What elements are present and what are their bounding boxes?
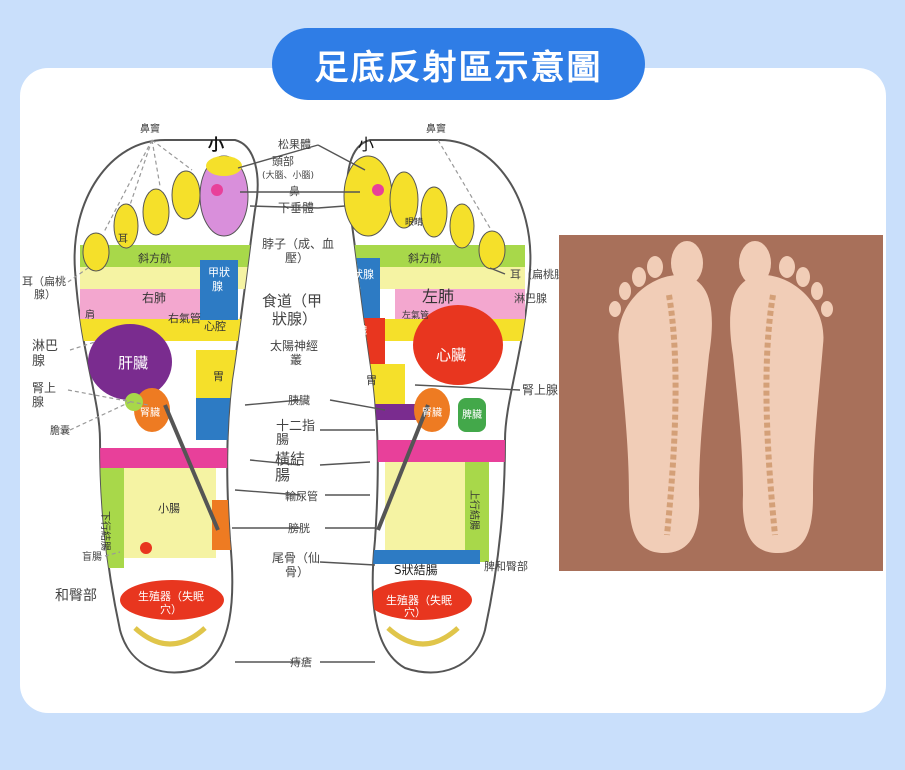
label-reproductive-left2: 穴） <box>160 602 182 616</box>
label-esophagus2: 狀腺） <box>272 310 317 328</box>
label-gallbladder: 膽囊 <box>50 424 70 437</box>
photo-right-foot <box>730 241 833 553</box>
right-lung-zone <box>80 289 210 319</box>
label-neck: 脖子（成、血 <box>262 237 334 251</box>
label-left-bronchus: 左氣管 <box>402 309 429 321</box>
label-adrenal-left2: 腺 <box>32 395 44 409</box>
right-foot <box>343 139 532 674</box>
label-thyroid-left: 甲狀 <box>208 265 230 279</box>
label-ear-left2: 腺） <box>34 287 56 301</box>
reproductive-zone-right <box>368 580 472 620</box>
toe-5-left <box>82 232 110 272</box>
label-kidney-left: 腎臟 <box>140 406 160 419</box>
label-heart: 心臟 <box>436 346 466 364</box>
thyroid-zone-left <box>200 260 238 320</box>
label-transverse2: 腸 <box>275 466 290 484</box>
ascending-colon-zone-right <box>465 462 489 562</box>
label-trapezius-left: 斜方航 <box>138 251 171 265</box>
label-reproductive-left: 生殖器（失眠 <box>138 589 204 603</box>
toe-2-left <box>171 170 201 220</box>
label-transverse: 橫結 <box>275 450 305 468</box>
dashed-leaders <box>67 139 491 557</box>
label-descending-colon: 下行結腸 <box>99 511 112 551</box>
label-ear-left: 耳（扁桃 <box>22 274 66 288</box>
page-title: 足底反射區示意圖 <box>272 28 645 100</box>
label-ureter: 輸尿管 <box>285 489 318 503</box>
label-hemorrhoid: 痔瘡 <box>290 655 312 669</box>
label-small-left: 小 <box>208 135 224 154</box>
liver-zone <box>88 324 172 400</box>
center-labels: 松果體 頭部 (大腦、小腦) 鼻 下垂體 脖子（成、血 壓） 食道（甲 狀腺） … <box>262 137 334 669</box>
label-shoulder: 肩 <box>85 308 95 321</box>
label-heart-cavity: 心腔 <box>204 319 226 333</box>
toe-2-right <box>389 171 419 229</box>
label-duodenum: 十二指 <box>276 419 315 434</box>
toe-3-right <box>420 186 448 238</box>
label-adrenal-left: 腎上 <box>32 381 56 395</box>
label-kidney-right: 腎臟 <box>422 406 442 419</box>
label-coccyx: 尾骨（仙 <box>272 551 320 565</box>
photo-left-foot <box>609 241 712 553</box>
leader-lines <box>232 144 521 663</box>
label-small-intestine: 小腸 <box>158 502 180 515</box>
label-cecum: 盲腸 <box>82 550 102 563</box>
label-sinus-right: 鼻竇 <box>426 122 446 135</box>
label-solar: 太陽神經 <box>270 338 318 353</box>
label-reproductive-right: 生殖器（失眠 <box>386 593 452 607</box>
toe-3-left <box>142 188 170 236</box>
label-hip-right: 脾和臀部 <box>484 559 528 573</box>
label-right-lung: 右肺 <box>142 290 166 305</box>
label-pancreas: 胰臟 <box>288 393 310 407</box>
label-small-right: 小 <box>358 135 374 154</box>
spleen-zone <box>458 398 486 432</box>
label-lymph-right: 淋巴腺 <box>514 291 547 305</box>
label-nose: 鼻 <box>289 184 300 198</box>
toe-4-left <box>113 203 139 249</box>
label-liver: 肝臟 <box>118 354 148 372</box>
label-left-lung: 左肺 <box>422 287 454 306</box>
label-lymph-left: 淋巴 <box>32 339 58 354</box>
label-esophagus: 食道（甲 <box>262 292 322 310</box>
label-pituitary: 下垂體 <box>278 201 314 215</box>
label-heart-small: 心臟 <box>347 324 367 337</box>
label-solar2: 叢 <box>290 353 302 367</box>
label-adrenal-right: 腎上腺 <box>522 383 558 397</box>
label-duodenum2: 腸 <box>276 433 289 448</box>
label-bladder: 膀胱 <box>288 521 310 535</box>
label-coccyx2: 骨） <box>285 565 309 579</box>
heart-zone <box>413 305 503 385</box>
label-sinus-left: 鼻竇 <box>140 122 160 135</box>
big-toe-right <box>343 155 393 237</box>
label-hip-left: 和臀部 <box>55 588 97 604</box>
label-thyroid-right: 甲狀腺 <box>341 267 374 281</box>
label-sigmoid: S狀結腸 <box>394 563 438 577</box>
kidney-zone-left <box>134 388 170 432</box>
zone-labels: 斜方航 斜方航 右肺 左肺 右氣管 肩 耳 眼睛 甲狀 腺 甲狀腺 肝臟 心腔 … <box>85 217 482 619</box>
label-right-bronchus: 右氣管 <box>168 311 201 325</box>
reproductive-zone-left <box>120 580 224 620</box>
label-stomach-left: 胃 <box>213 370 224 383</box>
label-head: 頭部 <box>272 154 294 168</box>
label-ascending-colon: 上行結腸 <box>468 490 481 530</box>
label-pineal: 松果體 <box>278 137 311 151</box>
toe-4-right <box>449 203 475 249</box>
label-eye-zone: 眼睛 <box>405 217 423 228</box>
label-reproductive-right2: 穴） <box>404 605 426 619</box>
label-stomach-right: 胃 <box>366 374 377 387</box>
label-head-sub: (大腦、小腦) <box>262 169 314 181</box>
label-thyroid-left2: 腺 <box>212 279 223 293</box>
label-spleen: 脾臟 <box>462 408 482 421</box>
toe-5-right <box>478 230 506 270</box>
label-trapezius-right: 斜方航 <box>408 251 441 265</box>
label-lymph-left2: 腺 <box>32 354 45 369</box>
label-neck2: 壓） <box>285 251 309 265</box>
left-foot <box>73 139 259 674</box>
outer-labels: 鼻竇 鼻竇 小 小 耳（扁桃 腺） 耳（扁桃腺） 淋巴 腺 淋巴腺 腎上 腺 腎… <box>22 122 576 604</box>
label-ear-zone: 耳 <box>118 233 128 245</box>
foot-photo <box>559 235 883 571</box>
